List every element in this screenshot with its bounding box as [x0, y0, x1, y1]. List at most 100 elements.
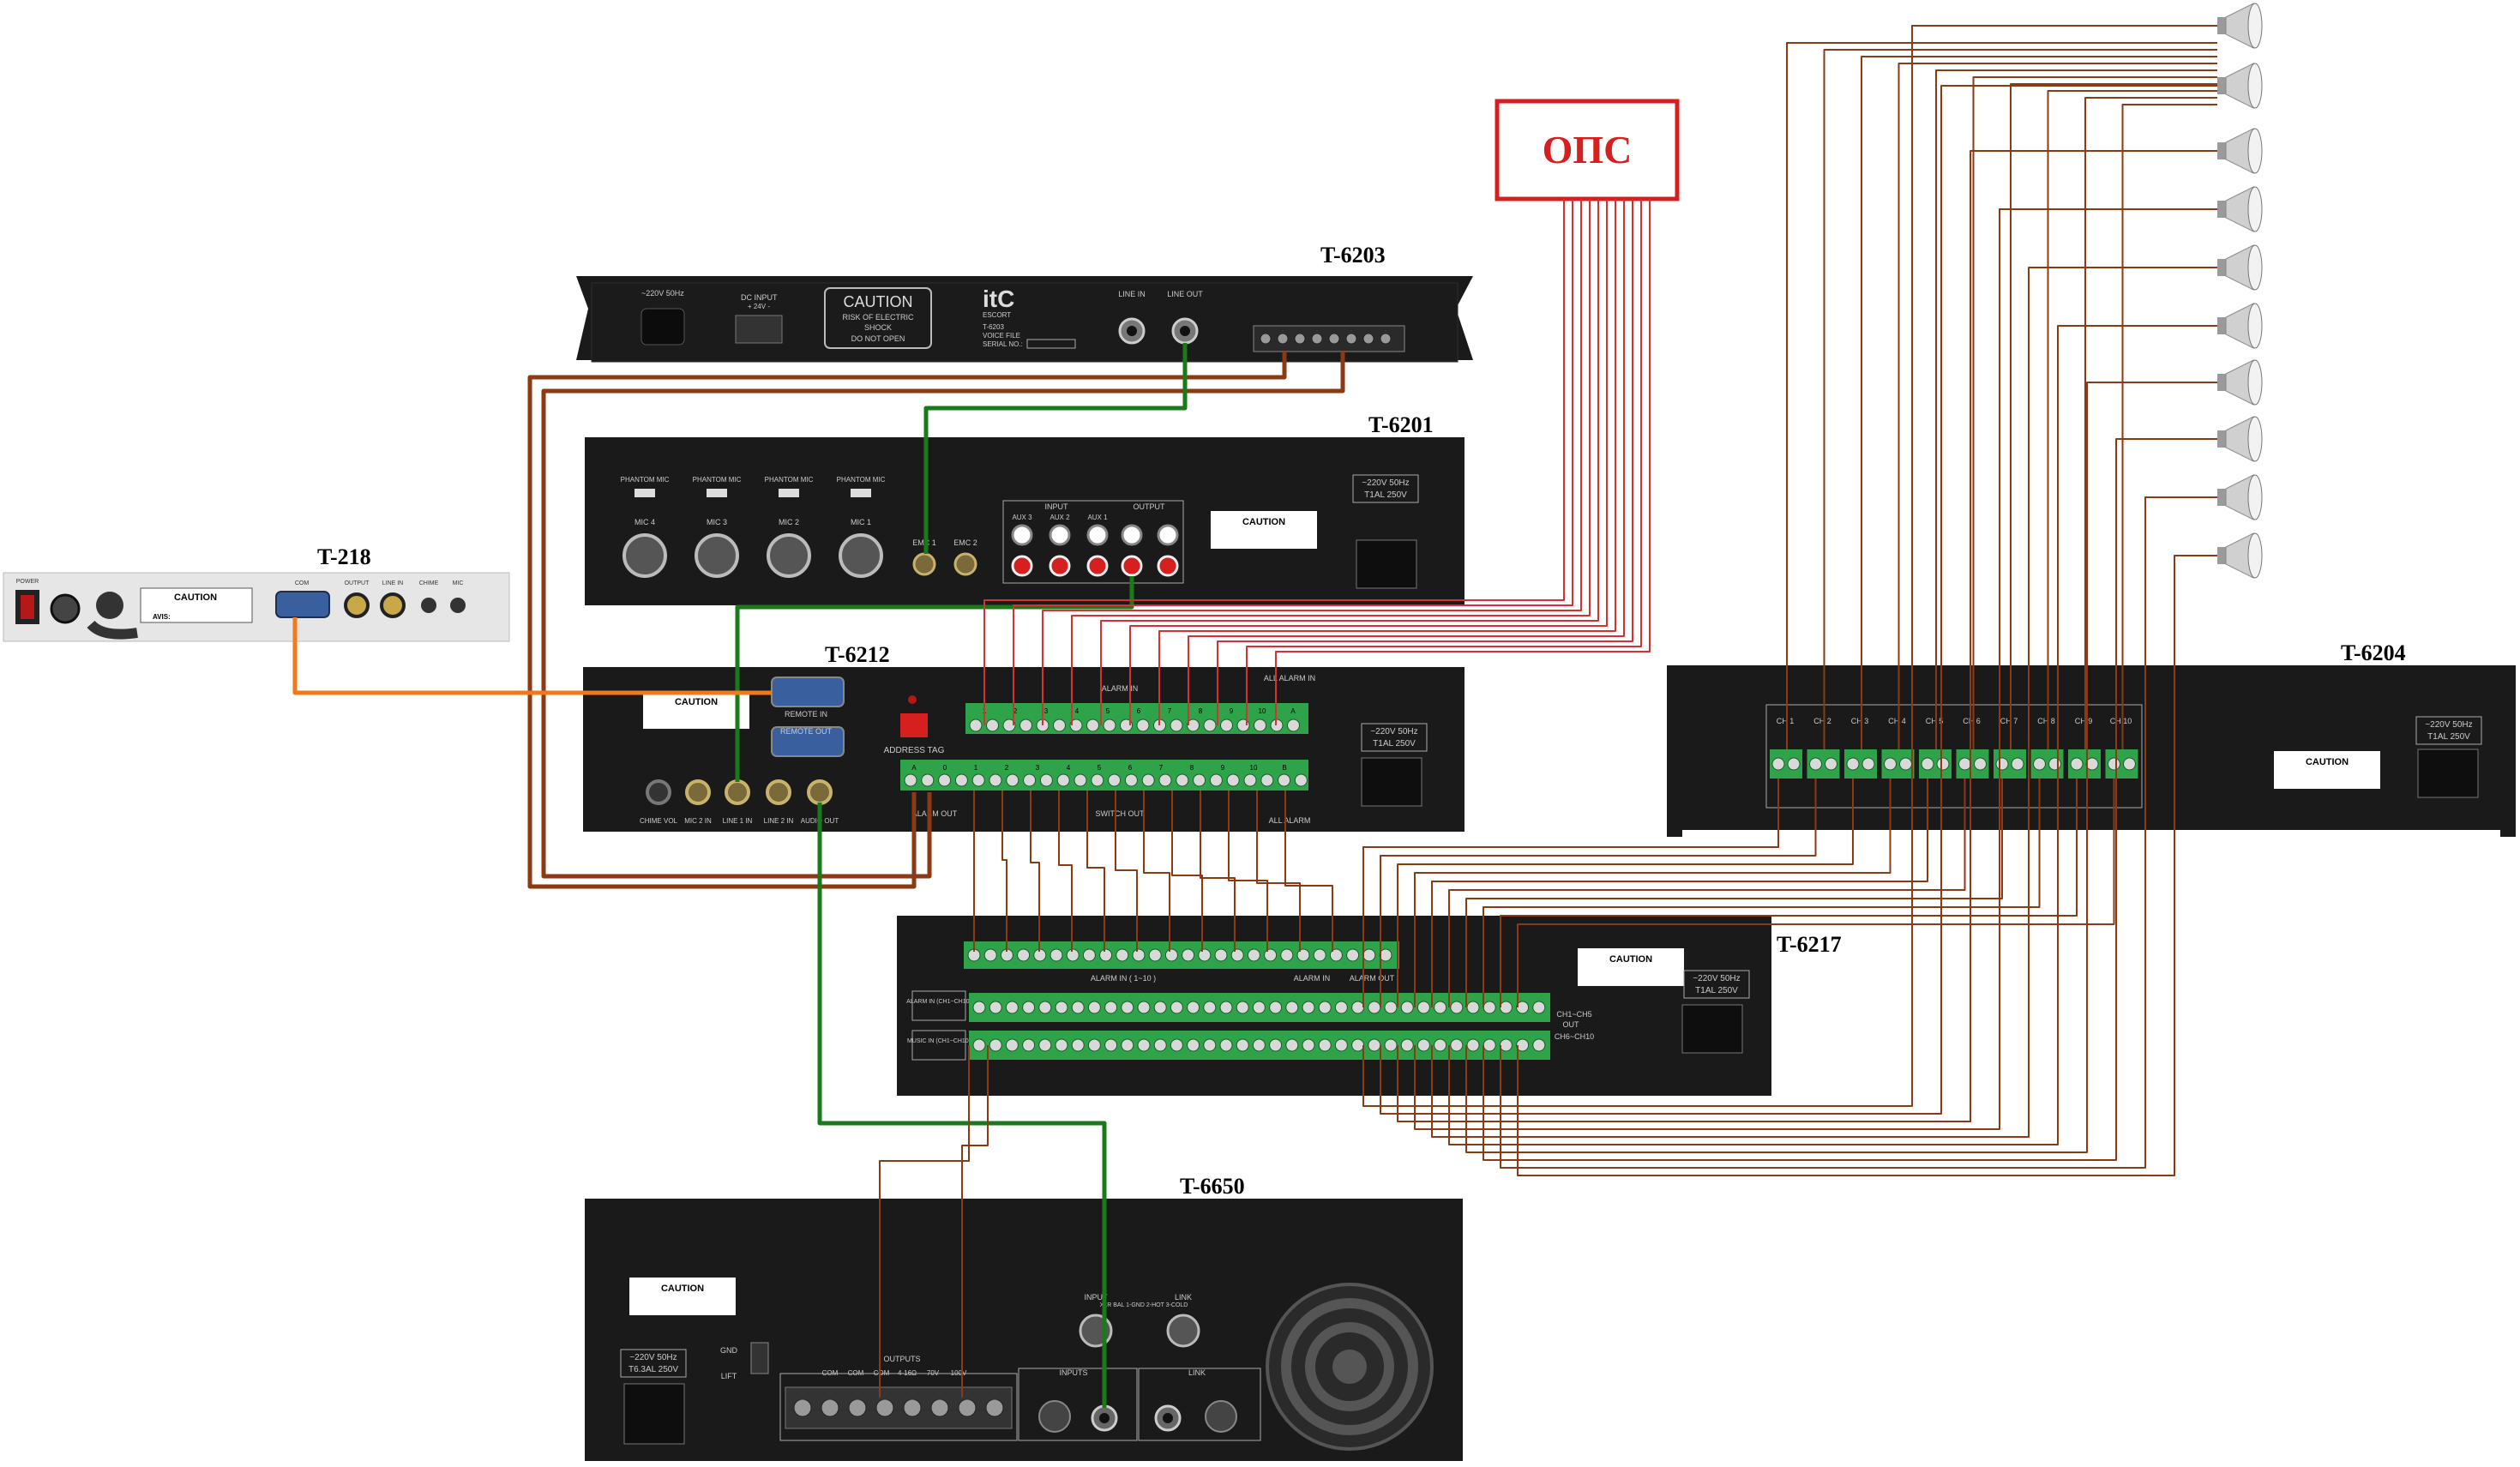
t6201-rca-out-r-red[interactable] [1157, 555, 1179, 577]
t6212-term-screw-bottom[interactable] [1006, 773, 1019, 787]
t6212-term-screw-bottom[interactable] [1209, 773, 1223, 787]
t6217-term-screw-top[interactable] [1362, 948, 1376, 962]
t6217-term-screw-music[interactable] [972, 1038, 986, 1052]
t6217-term-screw-music[interactable] [1153, 1038, 1167, 1052]
t6201-rca-out-l-red[interactable] [1121, 555, 1143, 577]
t6203-terminal-screw[interactable] [1311, 333, 1323, 345]
t6201-rca-aux2-white[interactable] [1049, 524, 1071, 546]
t6650-link-xlr[interactable] [1166, 1314, 1200, 1348]
t6212-term-screw-bottom[interactable] [1108, 773, 1122, 787]
t6212-term-screw-bottom[interactable] [1141, 773, 1155, 787]
t6217-term-screw-music[interactable] [1187, 1038, 1200, 1052]
t6217-term-screw-music[interactable] [989, 1038, 1002, 1052]
t6217-term-screw-top[interactable] [1099, 948, 1113, 962]
t6201-mic-xlr[interactable] [695, 533, 739, 578]
t6201-emc2-jack[interactable] [953, 552, 977, 576]
t6212-term-screw-bottom[interactable] [1260, 773, 1274, 787]
t6217-term-screw-top[interactable] [1182, 948, 1195, 962]
t6217-term-screw-music[interactable] [1334, 1038, 1348, 1052]
t6212-term-screw-bottom[interactable] [1023, 773, 1037, 787]
t6201-rca-out-l-white[interactable] [1121, 524, 1143, 546]
t6212-jack[interactable] [766, 779, 791, 805]
t6217-term-screw-music[interactable] [1252, 1038, 1266, 1052]
t6217-term-screw-music[interactable] [1532, 1038, 1546, 1052]
t6204-term-screw[interactable] [2108, 757, 2120, 771]
t6204-term-screw[interactable] [1809, 757, 1822, 771]
t6217-term-screw-alarm[interactable] [1368, 1001, 1381, 1014]
t6217-term-screw-music[interactable] [1434, 1038, 1447, 1052]
t6217-term-screw-music[interactable] [1483, 1038, 1496, 1052]
t6201-mic-xlr[interactable] [622, 533, 667, 578]
t6217-term-screw-alarm[interactable] [1005, 1001, 1019, 1014]
t6217-term-screw-music[interactable] [1351, 1038, 1365, 1052]
t6650-output-screw[interactable] [985, 1398, 1004, 1417]
t6212-term-screw-top[interactable] [1220, 718, 1233, 732]
t6204-term-screw[interactable] [1861, 757, 1875, 771]
t6217-term-screw-top[interactable] [983, 948, 997, 962]
t6201-rca-aux1-white[interactable] [1086, 524, 1109, 546]
t6212-jack[interactable] [807, 779, 833, 805]
t6217-term-screw-music[interactable] [1285, 1038, 1299, 1052]
t6212-address-dip[interactable] [900, 713, 928, 737]
t6204-term-screw[interactable] [2123, 757, 2136, 771]
t6217-term-screw-alarm[interactable] [989, 1001, 1002, 1014]
t6212-term-screw-bottom[interactable] [989, 773, 1002, 787]
t6217-term-screw-top[interactable] [1379, 948, 1392, 962]
t6217-term-screw-music[interactable] [1087, 1038, 1101, 1052]
t6217-term-screw-top[interactable] [1082, 948, 1096, 962]
t6217-term-screw-alarm[interactable] [1137, 1001, 1151, 1014]
t218-mic-knob[interactable] [450, 598, 466, 613]
t6212-term-screw-bottom[interactable] [1124, 773, 1138, 787]
t6204-term-screw[interactable] [2011, 757, 2024, 771]
t6204-term-screw[interactable] [1995, 757, 2009, 771]
t6204-term-screw[interactable] [1846, 757, 1860, 771]
t6212-term-screw-top[interactable] [1019, 718, 1032, 732]
t6212-term-screw-top[interactable] [1086, 718, 1099, 732]
t218-line-in-jack[interactable] [380, 592, 406, 618]
t6212-term-screw-top[interactable] [1069, 718, 1083, 732]
t6217-term-screw-music[interactable] [1499, 1038, 1513, 1052]
t6201-phantom-switch[interactable] [851, 489, 871, 497]
t6217-term-screw-music[interactable] [1318, 1038, 1332, 1052]
t6217-term-screw-top[interactable] [1214, 948, 1228, 962]
t6203-terminal-screw[interactable] [1328, 333, 1340, 345]
t6217-term-screw-alarm[interactable] [1203, 1001, 1217, 1014]
t6217-term-screw-music[interactable] [1236, 1038, 1249, 1052]
t6650-link-xlr-panel[interactable] [1205, 1400, 1237, 1433]
t6212-term-screw-top[interactable] [1002, 718, 1016, 732]
t6204-term-screw[interactable] [1921, 757, 1934, 771]
t6217-term-screw-alarm[interactable] [1170, 1001, 1183, 1014]
t6217-term-screw-music[interactable] [1368, 1038, 1381, 1052]
t6217-term-screw-music[interactable] [1416, 1038, 1430, 1052]
t6204-term-screw[interactable] [2070, 757, 2084, 771]
t6217-term-screw-top[interactable] [1247, 948, 1260, 962]
t6217-term-screw-top[interactable] [1329, 948, 1343, 962]
t6217-term-screw-top[interactable] [1346, 948, 1360, 962]
t6217-term-screw-music[interactable] [1055, 1038, 1068, 1052]
t6212-remote-out-port[interactable] [771, 726, 845, 757]
t6217-term-screw-music[interactable] [1038, 1038, 1052, 1052]
t6201-emc1-jack[interactable] [912, 552, 936, 576]
t6217-term-screw-music[interactable] [1203, 1038, 1217, 1052]
t6217-term-screw-top[interactable] [1313, 948, 1326, 962]
t6217-term-screw-top[interactable] [1230, 948, 1244, 962]
t6201-phantom-switch[interactable] [635, 489, 655, 497]
t6201-rca-aux3-white[interactable] [1011, 524, 1033, 546]
t6217-term-screw-music[interactable] [1450, 1038, 1464, 1052]
t6212-term-screw-bottom[interactable] [1158, 773, 1172, 787]
t6217-term-screw-top[interactable] [1198, 948, 1212, 962]
t6217-term-screw-top[interactable] [1017, 948, 1031, 962]
t6217-term-screw-alarm[interactable] [1269, 1001, 1283, 1014]
t6212-term-screw-bottom[interactable] [904, 773, 917, 787]
t6212-jack[interactable] [685, 779, 711, 805]
t6201-rca-out-r-white[interactable] [1157, 524, 1179, 546]
t6201-mic-xlr[interactable] [767, 533, 811, 578]
t6217-term-screw-top[interactable] [1296, 948, 1310, 962]
t6217-term-screw-alarm[interactable] [1022, 1001, 1036, 1014]
t6212-term-screw-bottom[interactable] [1226, 773, 1240, 787]
t6212-term-screw-top[interactable] [1053, 718, 1066, 732]
t6212-jack[interactable] [725, 779, 750, 805]
t6217-term-screw-top[interactable] [1264, 948, 1278, 962]
t6212-term-screw-top[interactable] [1187, 718, 1200, 732]
t6204-term-screw[interactable] [1958, 757, 1971, 771]
